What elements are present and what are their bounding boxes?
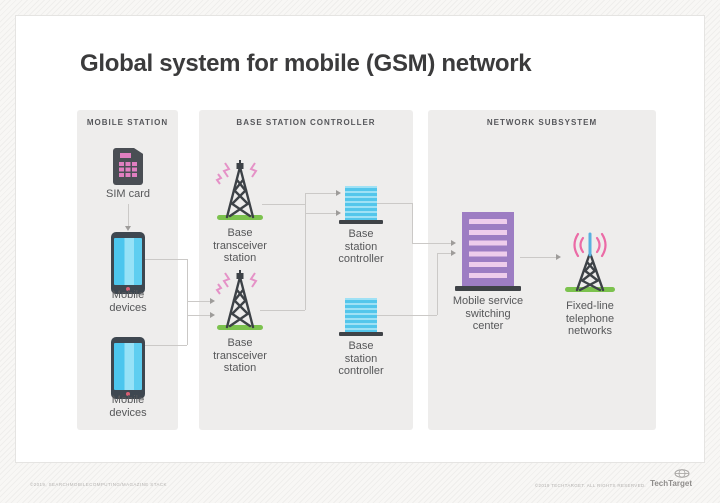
panel-header-base-station-controller: BASE STATION CONTROLLER: [236, 118, 376, 127]
connector-line: [437, 253, 438, 315]
connector-line: [377, 203, 412, 204]
server-base: [339, 220, 383, 224]
techtarget-logo: TechTarget: [650, 479, 692, 488]
arrowhead: [336, 210, 341, 216]
connector-line: [145, 259, 187, 260]
connector-line: [377, 315, 437, 316]
page-title: Global system for mobile (GSM) network: [80, 50, 532, 77]
connector-line: [412, 243, 451, 244]
connector-line: [305, 213, 336, 214]
phone-screen: [114, 238, 142, 285]
antenna-tower-icon: [565, 232, 615, 292]
footer-copyright: ©2019 TECHTARGET. ALL RIGHTS RESERVED.: [534, 483, 646, 488]
connector-line: [260, 310, 305, 311]
arrowhead: [125, 226, 131, 231]
connector-line: [145, 345, 187, 346]
connector-line: [305, 193, 306, 310]
fixed-line-networks-label: Fixed-line telephone networks: [565, 300, 615, 337]
phone-screen: [114, 343, 142, 390]
building-windows: [469, 219, 507, 280]
arrowhead: [210, 312, 215, 318]
radio-tower-icon: [215, 160, 263, 220]
mobile-device-2-label: Mobile devices: [109, 394, 147, 419]
arrowhead: [451, 250, 456, 256]
techtarget-globe-icon: [674, 469, 690, 478]
connector-line: [520, 257, 556, 258]
connector-line: [412, 203, 413, 243]
arrowhead: [556, 254, 561, 260]
base-station-controller-1-label: Base station controller: [338, 228, 384, 265]
radio-tower-icon: [215, 270, 263, 330]
sim-chip-contacts: [119, 162, 137, 177]
connector-line: [187, 259, 188, 345]
panel-header-network-subsystem: NETWORK SUBSYSTEM: [486, 118, 598, 127]
connector-line: [128, 204, 129, 226]
sim-card-print: [120, 153, 131, 158]
phone-home-button: [126, 287, 130, 291]
arrowhead: [451, 240, 456, 246]
base-transceiver-2-label: Base transceiver station: [213, 337, 267, 374]
server-stack-icon: [345, 298, 377, 332]
arrowhead: [336, 190, 341, 196]
server-stack-icon: [345, 186, 377, 220]
smartphone-icon: [111, 232, 145, 294]
connector-line: [187, 315, 210, 316]
connector-line: [187, 301, 210, 302]
footer-credit: ©2019, SEARCHMOBILECOMPUTING/MAGAZINE ST…: [30, 482, 167, 487]
connector-line: [262, 204, 305, 205]
panel-header-mobile-station: MOBILE STATION: [86, 118, 169, 127]
smartphone-icon: [111, 337, 145, 399]
phone-home-button: [126, 392, 130, 396]
connector-line: [305, 193, 336, 194]
building-icon: [462, 212, 514, 286]
base-transceiver-1-label: Base transceiver station: [213, 227, 267, 264]
mobile-switching-center-label: Mobile service switching center: [452, 295, 524, 332]
arrowhead: [210, 298, 215, 304]
sim-card-icon: [113, 148, 143, 185]
panel-base-station-controller: [199, 110, 413, 430]
mobile-device-1-label: Mobile devices: [109, 289, 147, 314]
connector-line: [437, 253, 451, 254]
base-station-controller-2-label: Base station controller: [338, 340, 384, 377]
server-base: [339, 332, 383, 336]
sim-card-label: SIM card: [105, 188, 150, 200]
building-base: [455, 286, 521, 291]
